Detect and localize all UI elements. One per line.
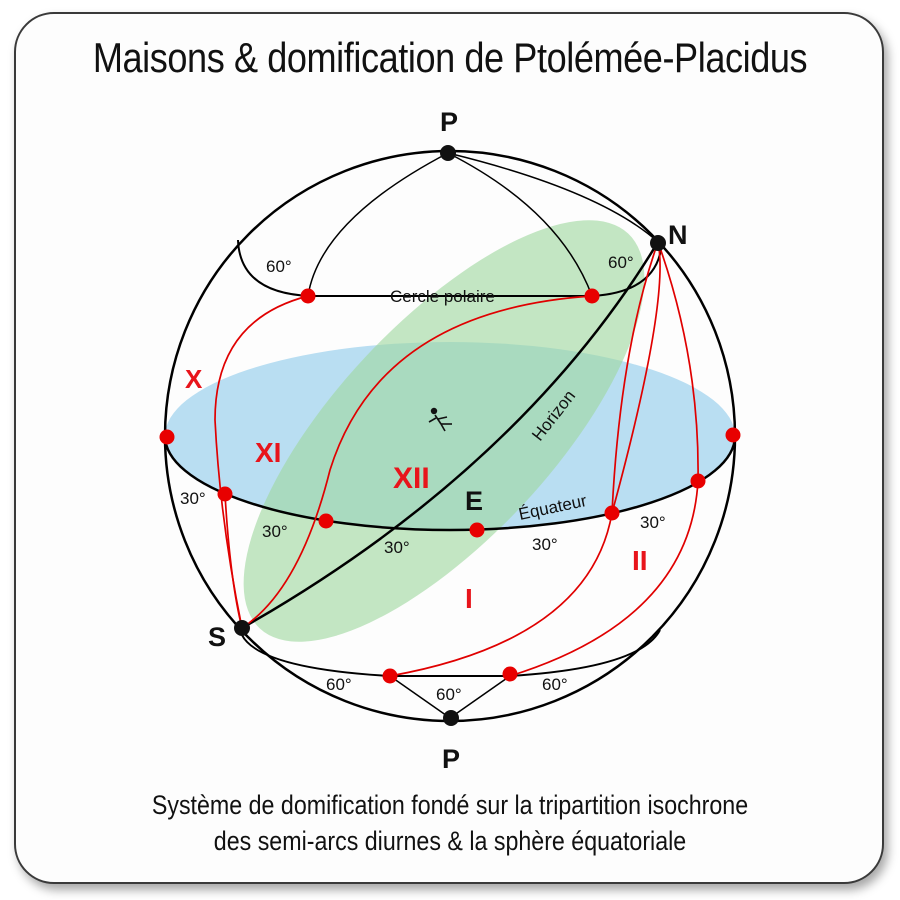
red-point-bottom-left bbox=[382, 668, 398, 684]
red-point-eq-right bbox=[690, 473, 706, 489]
meridian-top-left bbox=[307, 152, 449, 297]
red-point-eq-left bbox=[217, 486, 233, 502]
meridian-top-right bbox=[447, 152, 593, 297]
polar-circle-label: Cercle polaire bbox=[390, 287, 495, 306]
south-point bbox=[234, 620, 250, 636]
red-point-equator-west bbox=[159, 429, 175, 445]
meridian-bottom-right bbox=[449, 675, 511, 719]
angle-label-bottom-center: 60° bbox=[436, 685, 462, 704]
diagram-title: Maisons & domification de Ptolémée-Placi… bbox=[92, 34, 808, 81]
angle-label-bottom-left: 60° bbox=[326, 675, 352, 694]
horizon-front-arc bbox=[241, 241, 660, 630]
caption-line-2: des semi-arcs diurnes & la sphère équato… bbox=[213, 826, 687, 856]
pole-point-top bbox=[440, 145, 456, 161]
north-label: N bbox=[668, 220, 688, 250]
meridian-top-to-north bbox=[447, 152, 659, 243]
red-point-east bbox=[469, 522, 485, 538]
cusp-curve-n-link bbox=[611, 241, 661, 514]
angle-label-eq-left-inner: 30° bbox=[262, 522, 288, 541]
south-label: S bbox=[208, 622, 226, 652]
east-label: E bbox=[465, 486, 483, 516]
angle-label-bottom-right: 60° bbox=[542, 675, 568, 694]
horizon-plane bbox=[243, 220, 645, 642]
pole-point-bottom bbox=[443, 710, 459, 726]
red-point-bottom-right bbox=[502, 666, 518, 682]
red-point-equator-east bbox=[725, 427, 741, 443]
caption-line-1: Système de domification fondé sur la tri… bbox=[151, 790, 749, 820]
angle-label-eq-left-outer: 30° bbox=[180, 489, 206, 508]
angle-label-top-right: 60° bbox=[608, 253, 634, 272]
observer-icon bbox=[428, 407, 452, 432]
angle-label-eq-right-inner: 30° bbox=[532, 535, 558, 554]
polar-circle-top bbox=[237, 239, 663, 297]
cusp-curve-xi-inner bbox=[224, 493, 243, 629]
angle-label-eq-center: 30° bbox=[384, 538, 410, 557]
angle-label-eq-right-outer: 30° bbox=[640, 513, 666, 532]
pole-label-bottom: P bbox=[442, 744, 460, 774]
house-label-xi: XI bbox=[255, 437, 281, 468]
red-point-eq-left-inner bbox=[318, 513, 334, 529]
red-point-eq-right-inner bbox=[604, 505, 620, 521]
house-label-x: X bbox=[185, 364, 203, 394]
meridian-bottom-left bbox=[389, 675, 451, 719]
house-label-xii: XII bbox=[393, 462, 430, 495]
north-point bbox=[650, 235, 666, 251]
cusp-curve-xi bbox=[241, 295, 593, 629]
house-label-i: I bbox=[465, 583, 473, 614]
red-point-polar-left bbox=[300, 288, 316, 304]
pole-label-top: P bbox=[440, 107, 458, 137]
red-point-polar-right bbox=[584, 288, 600, 304]
house-label-ii: II bbox=[632, 545, 648, 576]
angle-label-top-left: 60° bbox=[266, 257, 292, 276]
